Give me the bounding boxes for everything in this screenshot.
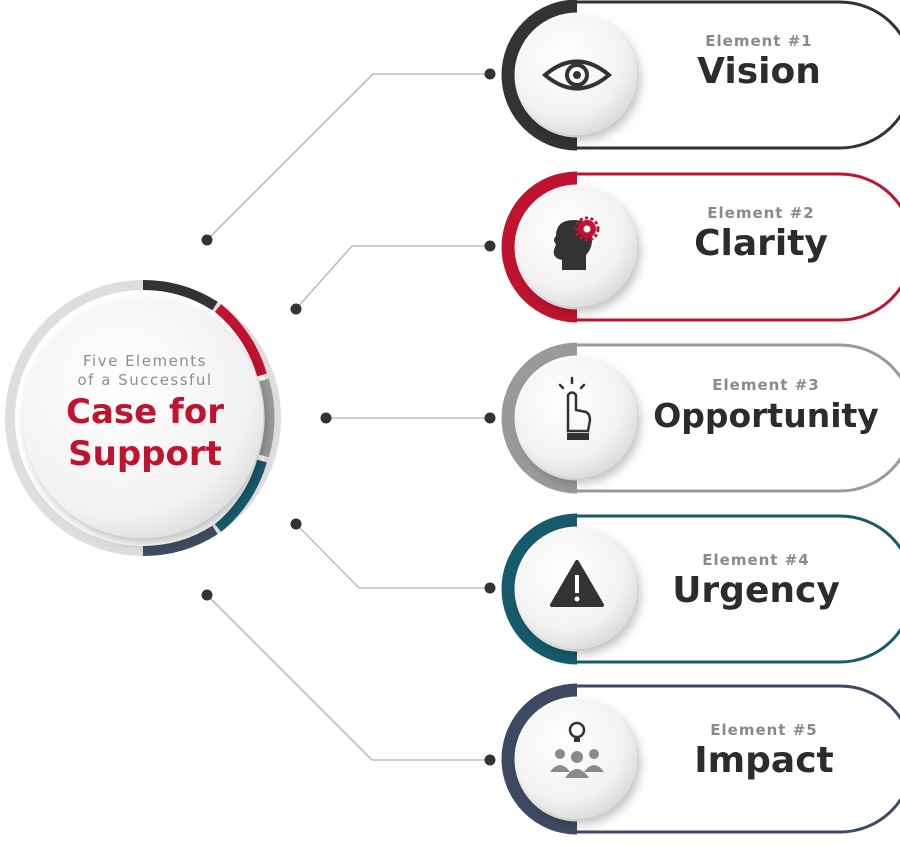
hub-ring-segment-2	[214, 304, 267, 377]
connector-1	[206, 73, 490, 241]
card-accent-arc	[501, 171, 578, 323]
element-title: Impact	[694, 740, 834, 781]
connector-2	[295, 245, 490, 310]
element-card-3	[501, 342, 900, 494]
hub	[5, 279, 281, 557]
connector-5	[206, 594, 490, 761]
connector-dot	[484, 582, 496, 594]
warning-icon	[550, 560, 604, 607]
hub-subtitle-line-2: of a Successful	[77, 371, 213, 389]
card-outline	[577, 172, 900, 322]
card-outline	[577, 0, 900, 150]
element-label: Element #3	[712, 376, 820, 394]
card-outline	[577, 514, 900, 664]
element-title: Vision	[697, 51, 821, 92]
element-4-text: Element #4 Urgency	[631, 551, 881, 611]
element-title: Clarity	[694, 223, 828, 264]
connectors	[206, 73, 490, 761]
card-outline	[577, 343, 900, 493]
connector-dots	[201, 68, 496, 766]
hub-text: Five Elements of a Successful Case for S…	[25, 352, 265, 474]
eye-icon	[541, 59, 613, 91]
card-accent-arc	[501, 683, 578, 835]
connector-dot	[484, 412, 496, 424]
card-accent-arc	[501, 513, 578, 665]
connector-dot	[484, 68, 496, 80]
connector-dot	[484, 240, 496, 252]
element-1-text: Element #1 Vision	[634, 32, 884, 92]
icon-disc	[517, 358, 637, 478]
hub-subtitle-line-1: Five Elements	[83, 352, 207, 370]
element-card-5	[501, 683, 900, 835]
connector-dot	[290, 303, 302, 315]
element-label: Element #1	[705, 32, 813, 50]
element-3-text: Element #3 Opportunity	[641, 376, 891, 436]
element-card-2	[501, 171, 900, 323]
element-label: Element #2	[707, 204, 815, 222]
hub-title-line-1: Case for	[66, 392, 224, 432]
hub-title-line-2: Support	[68, 434, 222, 474]
element-label: Element #5	[710, 721, 818, 739]
card-accent-arc	[501, 342, 578, 494]
card-outline	[577, 684, 900, 834]
hub-ring-segment-3	[259, 378, 275, 458]
hub-disc	[23, 298, 263, 538]
connector-dot	[201, 589, 213, 601]
team-idea-icon	[550, 721, 604, 778]
element-title: Urgency	[672, 570, 840, 611]
connector-dot	[290, 518, 302, 530]
hub-ring-segment-1	[142, 279, 218, 311]
element-2-text: Element #2 Clarity	[636, 204, 886, 264]
connector-4	[295, 523, 490, 589]
element-label: Element #4	[702, 551, 810, 569]
connector-dot	[201, 234, 213, 246]
connector-dot	[484, 754, 496, 766]
connector-dot	[320, 412, 332, 424]
card-accent-arc	[501, 0, 578, 151]
head-gear-icon	[553, 216, 600, 270]
pointing-hand-icon	[558, 376, 592, 440]
element-card-4	[501, 513, 900, 665]
element-5-text: Element #5 Impact	[639, 721, 889, 781]
hub-ring-segment-5	[142, 525, 218, 557]
element-title: Opportunity	[653, 396, 879, 435]
element-card-1	[501, 0, 900, 151]
hub-ring-segment-4	[214, 459, 267, 532]
